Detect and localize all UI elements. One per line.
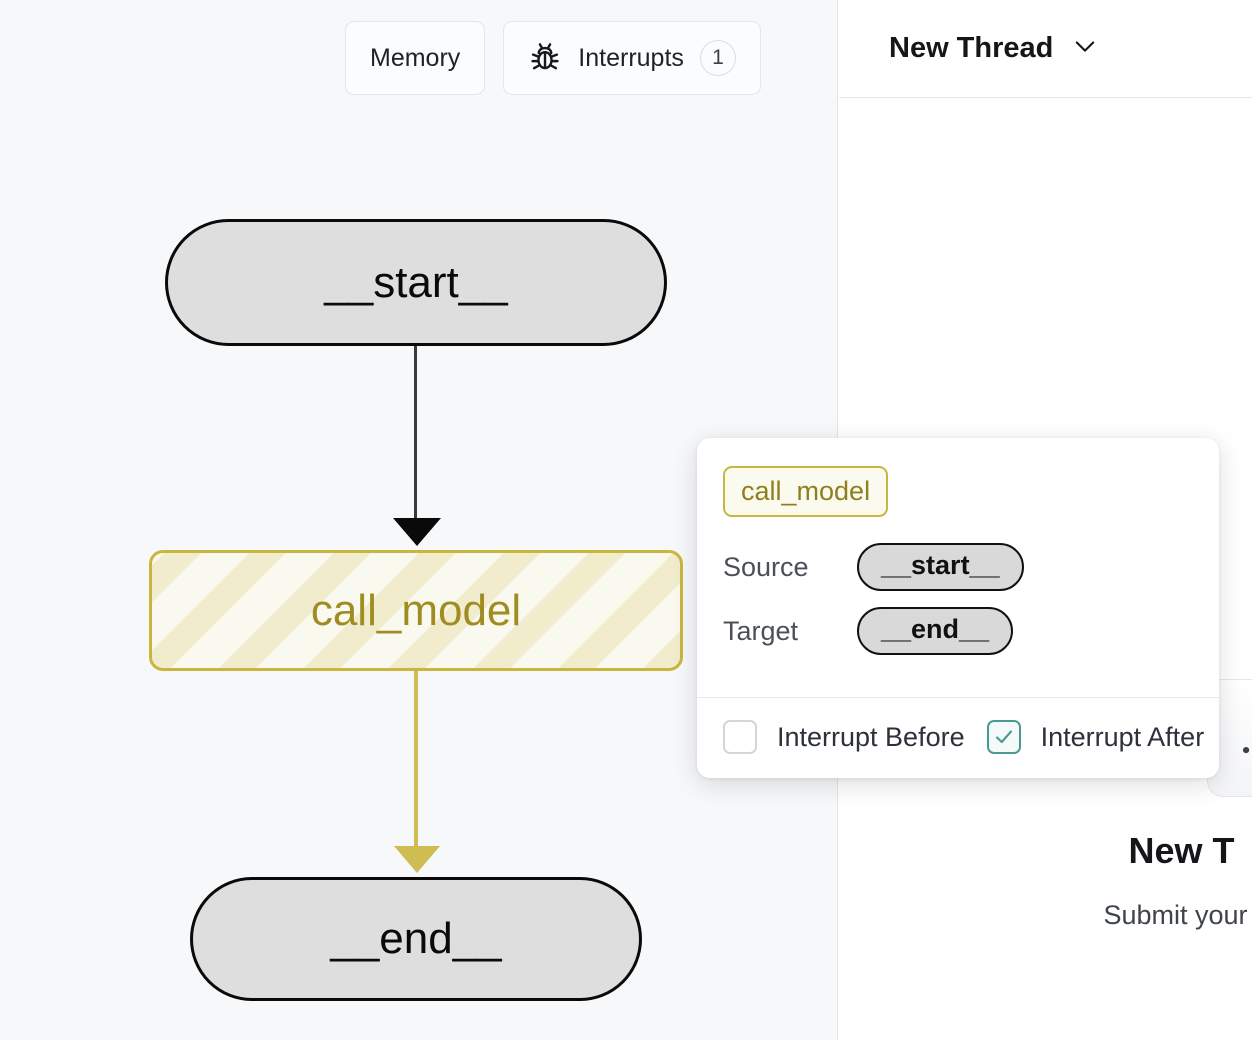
interrupt-after-checkbox[interactable] (986, 720, 1021, 754)
empty-state-subtitle: Submit your input (1103, 900, 1252, 930)
thread-title: New Thread (889, 32, 1054, 64)
memory-button-label: Memory (370, 43, 461, 72)
graph-edge-call-model-to-end[interactable] (414, 671, 418, 851)
interrupt-before-checkbox[interactable] (723, 720, 757, 754)
interrupt-before-label: Interrupt Before (777, 721, 965, 752)
bug-icon (528, 41, 562, 75)
graph-toolbar: Memory Interrupts 1 (345, 21, 761, 95)
graph-node-call-model-label: call_model (310, 585, 522, 635)
source-value-pill[interactable]: __start__ (857, 543, 1024, 591)
chevron-down-icon[interactable] (1071, 32, 1099, 65)
interrupts-count-badge: 1 (699, 40, 736, 76)
graph-node-start-label: __start__ (324, 257, 508, 307)
interrupt-after-label: Interrupt After (1040, 721, 1205, 752)
edge-detail-popover: call_model Source __start__ Target __end… (697, 438, 1219, 778)
target-row: Target __end__ (723, 607, 1193, 655)
empty-state: New T Submit your input (839, 830, 1252, 931)
interrupt-before-option[interactable]: Interrupt Before (723, 720, 965, 754)
target-label: Target (723, 615, 799, 646)
source-row: Source __start__ (723, 543, 1193, 591)
graph-node-start[interactable]: __start__ (165, 219, 667, 346)
interrupt-after-option[interactable]: Interrupt After (986, 720, 1205, 754)
graph-node-end[interactable]: __end__ (190, 877, 642, 1001)
source-label: Source (723, 551, 809, 582)
edge-name-badge: call_model (723, 466, 889, 517)
arrow-head-icon-edge-2 (394, 846, 440, 873)
graph-node-end-label: __end__ (330, 914, 502, 963)
interrupts-button[interactable]: Interrupts 1 (503, 21, 761, 95)
graph-node-call-model[interactable]: call_model (149, 550, 683, 671)
empty-state-title: New T (1128, 830, 1235, 871)
target-value-pill[interactable]: __end__ (857, 607, 1014, 655)
edge-detail-body: call_model Source __start__ Target __end… (697, 438, 1219, 697)
graph-edge-start-to-call-model[interactable] (414, 346, 417, 521)
interrupt-options: Interrupt Before Interrupt After (697, 697, 1219, 778)
memory-button[interactable]: Memory (345, 21, 486, 95)
interrupts-button-label: Interrupts (578, 43, 684, 72)
sparkle-icon (1239, 726, 1252, 766)
thread-selector[interactable]: New Thread (839, 0, 1252, 98)
arrow-head-icon-edge-1 (393, 518, 441, 546)
